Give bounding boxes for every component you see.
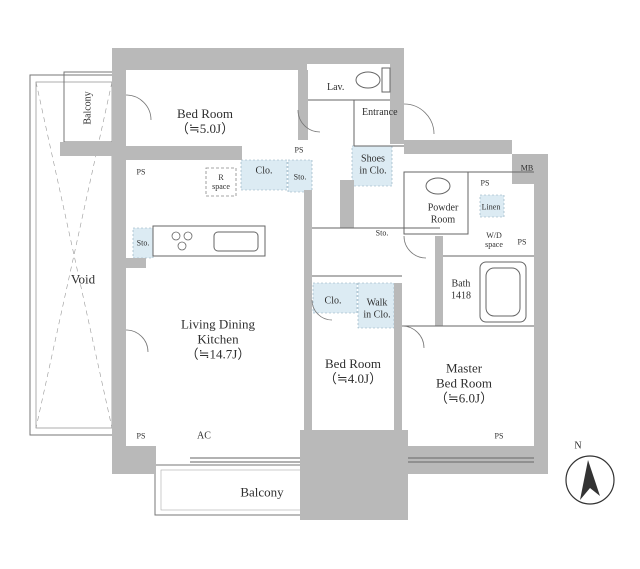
compass-north-label: N	[574, 440, 582, 452]
pipe-space-label-bed-1: PS	[294, 145, 304, 155]
bath-line1: Bath	[451, 278, 471, 290]
balcony-top-label: Balcony	[82, 91, 94, 125]
compass-icon	[565, 455, 615, 505]
master-bed-room-line1: Master	[445, 360, 483, 376]
pipe-space-label-powder: PS	[480, 178, 490, 188]
kitchen-storage-label: Sto.	[136, 238, 150, 248]
interior-lines	[190, 99, 534, 463]
refrigerator-space-label: R space	[212, 173, 230, 191]
pipe-space-label-ldk-top: PS	[136, 167, 146, 177]
meter-box-label: MB	[520, 163, 534, 173]
refrigerator-space	[205, 167, 237, 197]
master-bed-room-label: Master Bed Room （≒6.0J）	[434, 360, 494, 407]
lav-label: Lav.	[327, 82, 345, 93]
hall-storage-label: Sto.	[375, 228, 389, 238]
ldk-name-line1: Living Dining	[180, 316, 256, 332]
refrigerator-line1: R	[218, 172, 224, 182]
bath-label: Bath 1418	[451, 279, 471, 302]
refrigerator-line2: space	[212, 182, 230, 191]
washbasin	[425, 177, 451, 195]
bed-1-storage-label: Sto.	[293, 172, 307, 182]
bathtub	[479, 261, 527, 323]
toilet	[355, 67, 391, 93]
pipe-space-label-bath: PS	[517, 237, 527, 247]
bed-room-2-size: （≒4.0J）	[323, 371, 383, 386]
bed-room-1-size: （≒5.0J）	[175, 121, 235, 136]
powder-room-line1: Powder	[427, 202, 459, 214]
pipe-space-label-ldk-bottom: PS	[136, 431, 146, 441]
powder-room-line2: Room	[430, 214, 456, 225]
ldk-label: Living Dining Kitchen （≒14.7J）	[180, 316, 256, 363]
master-bed-room-size: （≒6.0J）	[434, 390, 494, 406]
void-label: Void	[70, 271, 96, 287]
door-swings	[125, 94, 435, 353]
walk-in-closet-line2: in Clo.	[363, 309, 391, 320]
bed-2-closet-label: Clo.	[324, 295, 342, 307]
pipe-space-label-master: PS	[494, 431, 504, 441]
bed-room-2-label: Bed Room （≒4.0J）	[323, 356, 383, 387]
bed-1-closet-label: Clo.	[255, 165, 273, 177]
washer-dryer-label: W/D space	[485, 231, 503, 249]
walk-in-closet-label: Walk in Clo.	[363, 298, 390, 321]
master-bed-room-line2: Bed Room	[436, 375, 492, 391]
washer-dryer-line1: W/D	[486, 230, 502, 240]
shoes-closet-label: Shoes in Clo.	[359, 154, 386, 177]
walls	[60, 48, 548, 520]
linen-label: Linen	[481, 202, 501, 212]
shoes-closet-line2: in Clo.	[359, 165, 387, 176]
bed-room-1-name: Bed Room	[177, 106, 233, 122]
bed-room-2-name: Bed Room	[325, 356, 381, 372]
walk-in-closet-line1: Walk	[366, 297, 388, 309]
shoes-closet-line1: Shoes	[361, 153, 385, 165]
powder-room-label: Powder Room	[428, 203, 459, 226]
entrance-label: Entrance	[362, 107, 398, 118]
balcony-bottom-label: Balcony	[240, 484, 284, 500]
bath-line2: 1418	[451, 290, 471, 301]
void-area	[29, 74, 119, 436]
ldk-size: （≒14.7J）	[185, 346, 251, 362]
air-conditioner-label: AC	[197, 430, 211, 442]
kitchen-counter	[152, 225, 266, 257]
bed-room-1-label: Bed Room （≒5.0J）	[175, 106, 235, 137]
ldk-name-line2: Kitchen	[197, 331, 239, 347]
washer-dryer-line2: space	[485, 240, 503, 249]
